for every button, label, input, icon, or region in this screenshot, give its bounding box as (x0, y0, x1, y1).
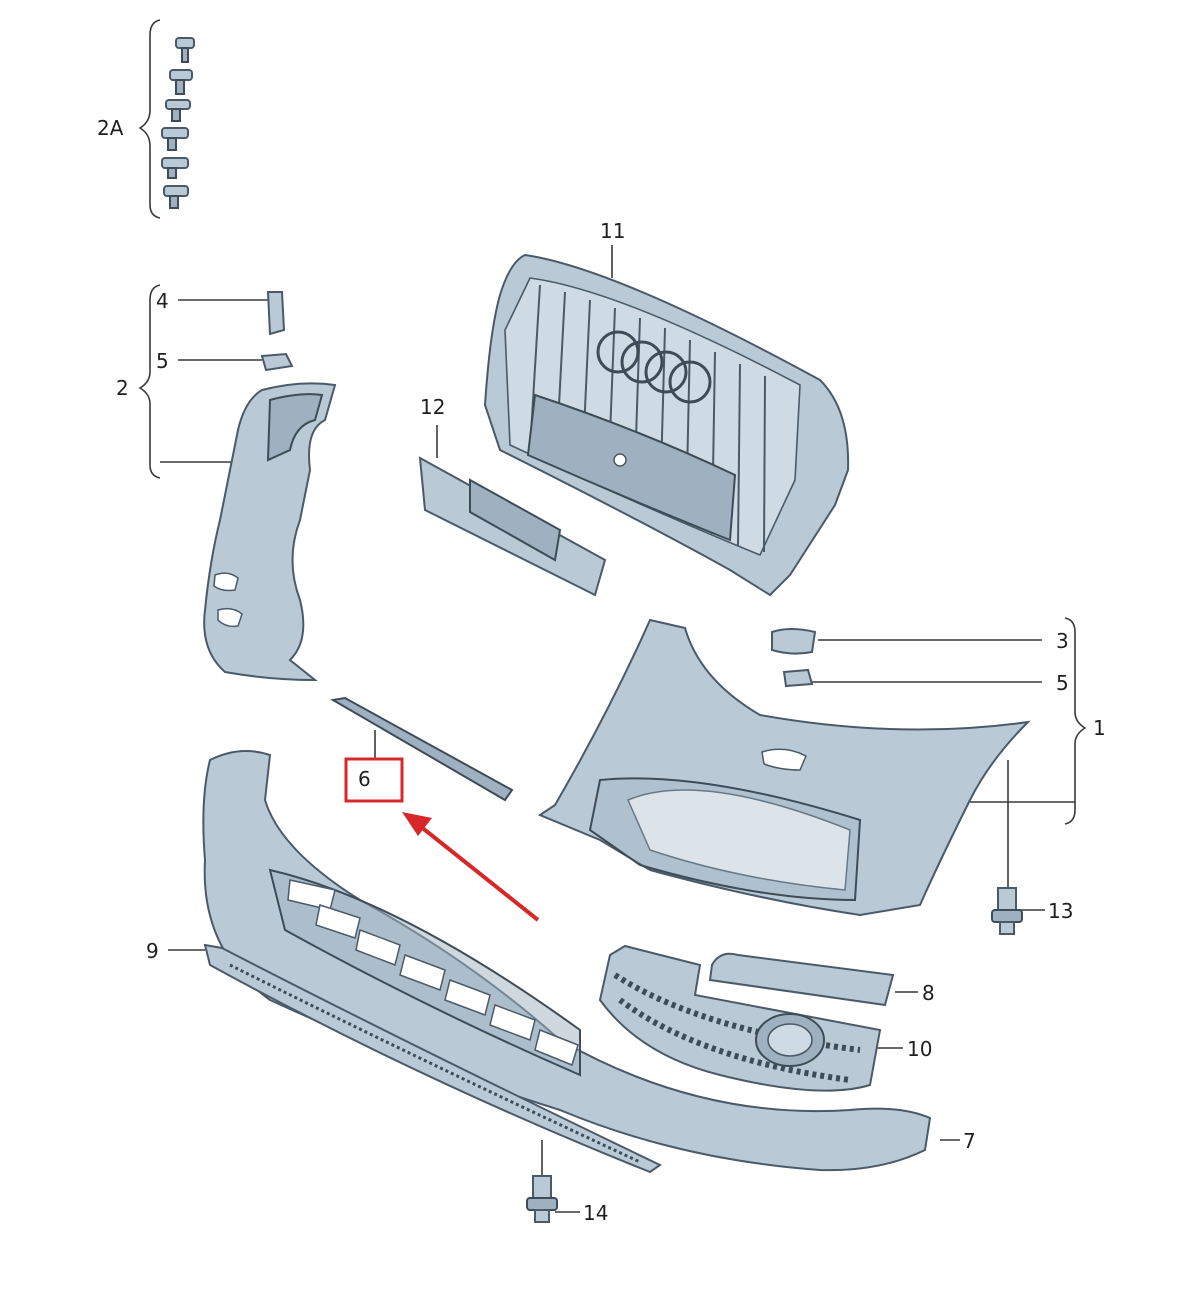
cap-3 (771, 628, 817, 655)
left-bracket-2 (203, 382, 337, 682)
label-12: 12 (420, 395, 445, 419)
clip-5-right (782, 668, 814, 688)
label-14: 14 (583, 1201, 608, 1225)
label-8: 8 (922, 981, 935, 1005)
clip-5-left (260, 352, 294, 372)
label-3: 3 (1056, 629, 1069, 653)
screw-14 (526, 1175, 558, 1223)
label-2: 2 (116, 376, 129, 400)
label-4: 4 (156, 289, 169, 313)
fastener-icons (161, 37, 195, 209)
label-13: 13 (1048, 899, 1073, 923)
clip-4 (266, 291, 286, 336)
label-10: 10 (907, 1037, 932, 1061)
label-7: 7 (963, 1129, 976, 1153)
fastener-set-2a (138, 19, 195, 219)
label-11: 11 (600, 219, 625, 243)
spoiler-vents (287, 879, 579, 1067)
trim-strip-6 (330, 696, 514, 802)
lower-spoiler-7 (202, 750, 932, 1172)
license-plate-bracket-12 (418, 456, 607, 597)
label-2a: 2A (97, 116, 124, 140)
screw-13 (991, 887, 1023, 935)
label-1: 1 (1093, 716, 1106, 740)
trim-8 (708, 952, 895, 1007)
audi-rings (596, 330, 712, 404)
label-9: 9 (146, 939, 159, 963)
label-5-left: 5 (156, 349, 169, 373)
grille-11 (483, 253, 850, 597)
label-6: 6 (358, 767, 371, 791)
highlight-box (344, 757, 404, 803)
right-bumper-cover-1 (537, 618, 1031, 917)
highlight-arrow (402, 812, 540, 922)
lower-grille-9 (203, 943, 662, 1174)
label-5-right: 5 (1056, 671, 1069, 695)
fog-grille-10 (598, 944, 882, 1092)
